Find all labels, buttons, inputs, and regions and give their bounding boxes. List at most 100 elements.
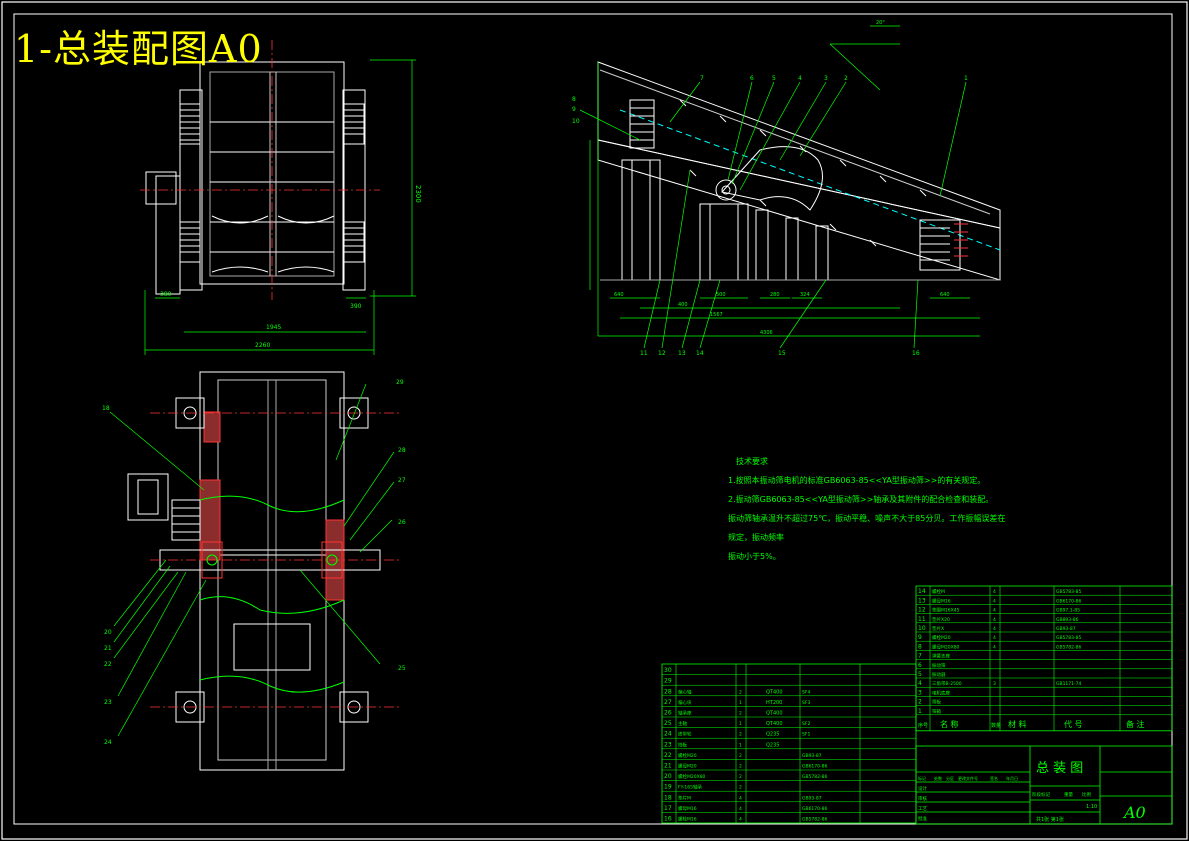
bom-upper-name: 振动筛	[932, 662, 946, 669]
bom-upper-name: 三角带B-2500	[932, 680, 962, 687]
bom-lower-no: 26	[664, 710, 672, 717]
bom-lower-name: 螺栓M20	[678, 752, 697, 759]
bom-lower-mat: Q235	[766, 742, 779, 748]
side-label-16: 16	[912, 350, 920, 357]
bom-upper-header-no: 序号	[918, 722, 928, 729]
bom-upper-qty: 4	[993, 644, 996, 650]
bom-upper-qty: 4	[993, 617, 996, 623]
bom-upper-no: 13	[918, 597, 926, 604]
bom-lower-code: GB93-87	[802, 795, 822, 801]
title-block	[915, 745, 1173, 825]
bom-lower-qty: 4	[739, 806, 742, 812]
bom-upper-no: 8	[918, 643, 922, 650]
bom-lower-qty: 2	[739, 785, 742, 791]
bom-upper-qty: 4	[993, 626, 996, 632]
tech-line-1: 1.按照本振动筛电机的标准GB6063-85<<YA型振动筛>>的有关规定。	[728, 476, 986, 485]
bom-lower-code: SF4	[802, 689, 810, 695]
bom-lower-qty: 1	[739, 721, 742, 727]
bom-lower-no: 17	[664, 805, 672, 812]
dim-angle: 20°	[876, 20, 885, 26]
side-label-3: 3	[824, 75, 828, 82]
bom-lower-no: 27	[664, 699, 672, 706]
bom-upper-spec: GB893-86	[1056, 617, 1079, 623]
dim-side-d6: 1567	[710, 312, 723, 318]
bom-upper-name: 振动器	[932, 671, 946, 678]
dim-left-small: 380	[160, 291, 172, 298]
side-view	[579, 25, 1001, 349]
plan-label-28: 28	[398, 447, 406, 454]
side-label-2: 2	[844, 75, 848, 82]
bom-lower-name: 皮带轮	[678, 731, 692, 738]
bom-lower-qty: 1	[739, 700, 742, 706]
plan-label-27: 27	[398, 477, 406, 484]
bom-upper-name: 螺母M20X80	[932, 643, 960, 650]
tech-line-3: 振动筛轴承温升不超过75℃，振动平稳、噪声不大于85分贝。工作振幅误差在规定，振…	[728, 514, 1006, 542]
bom-upper-name: 垫圈M16X45	[932, 607, 960, 614]
bom-upper-qty: 3	[993, 681, 996, 687]
bom-lower-code: GB6170-86	[802, 806, 828, 812]
bom-lower-name: 挡板	[678, 741, 687, 748]
plan-label-20: 20	[104, 629, 112, 636]
plan-view	[109, 371, 400, 771]
bom-lower-qty: 2	[739, 732, 742, 738]
side-label-10: 10	[572, 118, 580, 125]
bom-upper-header-mat: 材 料	[1008, 719, 1027, 729]
side-label-14: 14	[696, 350, 704, 357]
side-label-11: 11	[640, 350, 648, 357]
bom-lower-name: 螺母M20	[678, 763, 697, 770]
drawing-name: 总 装 图	[1036, 761, 1083, 776]
bom-lower-name: FY-165轴承	[678, 784, 703, 791]
dim-side-d3: 500	[716, 292, 726, 298]
bom-upper-no: 11	[918, 616, 926, 623]
bom-lower-name: 偏心轴	[678, 688, 692, 695]
title-block-row: 工艺	[918, 806, 927, 812]
bom-upper-name: 螺栓M20	[932, 634, 951, 641]
bom-lower-qty: 2	[739, 753, 742, 759]
bom-upper-no: 12	[918, 607, 926, 614]
title-block-head: 处数	[934, 775, 942, 781]
plan-label-29: 29	[396, 379, 404, 386]
bom-lower-no: 16	[664, 816, 672, 823]
side-label-13: 13	[678, 350, 686, 357]
bom-lower-mat: QT400	[766, 689, 783, 695]
plan-label-24: 24	[104, 739, 112, 746]
dim-side-d4: 280	[770, 292, 780, 298]
bom-lower-code: SF3	[802, 700, 810, 706]
bom-upper-qty: 4	[993, 635, 996, 641]
bom-upper-spec: GB5782-86	[1056, 644, 1082, 650]
bom-lower-name: 主轴	[678, 720, 687, 727]
title-block-head: 分区	[946, 775, 954, 781]
title-block-rows: 标记处数分区更改文件号签名年月日设计审核工艺批准	[918, 775, 1018, 822]
bom-lower-mat: Q235	[766, 732, 779, 738]
bom-lower-name: 轴承座	[678, 710, 692, 717]
title-block-head: 签名	[990, 775, 998, 781]
bom-lower-no: 21	[664, 763, 672, 770]
bom-upper-no: 4	[918, 680, 922, 687]
bom-lower-qty: 2	[739, 774, 742, 780]
bom-lower-no: 18	[664, 794, 672, 801]
side-label-15: 15	[778, 350, 786, 357]
side-view-part-labels: 7 6 5 4 3 2 1 8 9 10 11 12 13 14 15 16	[572, 75, 968, 357]
bom-upper-qty: 4	[993, 598, 996, 604]
side-label-12: 12	[658, 350, 666, 357]
dim-right-small: 390	[350, 303, 362, 310]
plan-label-23: 23	[104, 699, 112, 706]
sheet-info: 共1张 第1张	[1036, 816, 1064, 823]
bom-upper-no: 3	[918, 689, 922, 696]
side-label-9: 9	[572, 106, 576, 113]
stage-label: 阶段标记	[1032, 791, 1050, 798]
bom-lower-qty: 4	[739, 817, 742, 823]
bom-lower-no: 29	[664, 678, 672, 685]
bom-upper-qty: 4	[993, 608, 996, 614]
bom-upper-spec: GB5783-85	[1056, 589, 1082, 595]
bom-upper-spec: GB6170-86	[1056, 598, 1082, 604]
bom-lower-code: GB5782-86	[802, 817, 828, 823]
bom-upper-name: 筛箱	[932, 708, 941, 715]
bom-upper-header-note: 备 注	[1126, 719, 1145, 729]
bom-lower-qty: 1	[739, 742, 742, 748]
side-label-1: 1	[964, 75, 968, 82]
bom-upper-no: 6	[918, 662, 922, 669]
